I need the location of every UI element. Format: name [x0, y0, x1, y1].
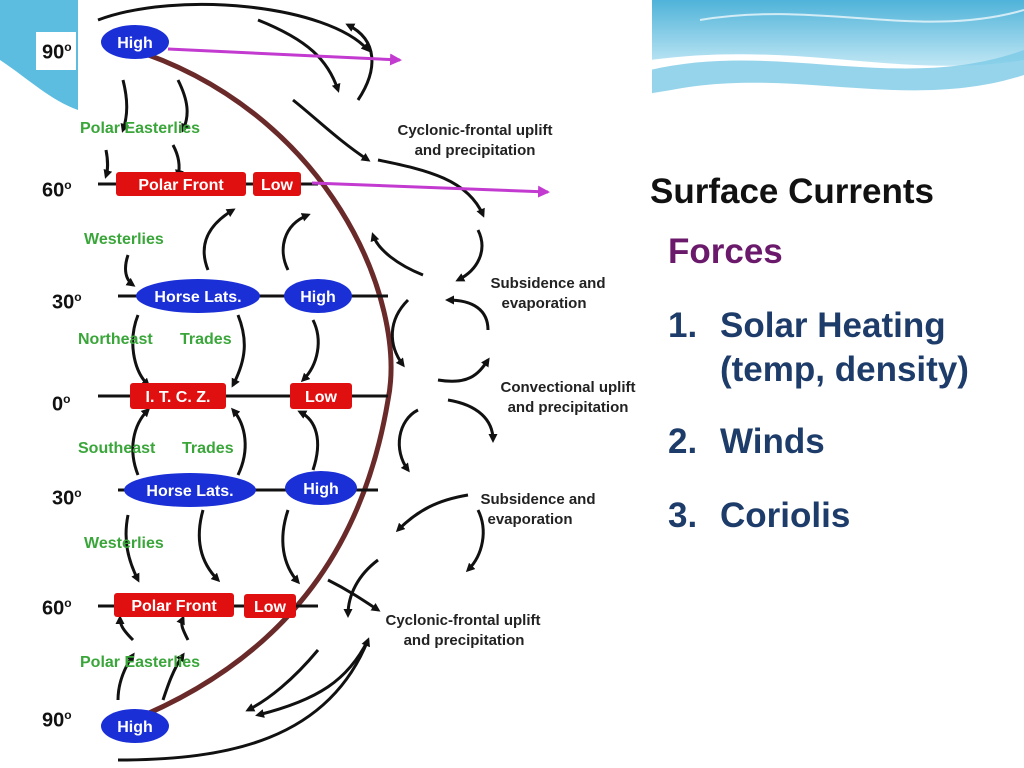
- force-number: 3.: [668, 496, 698, 535]
- cyclonic-uplift-label-2: and precipitation: [404, 632, 525, 649]
- westerlies-label: Westerlies: [84, 231, 164, 248]
- latitude-label-60n: 60o: [36, 170, 76, 208]
- polar-front-60n: Polar Front Low: [116, 172, 301, 196]
- force-text: Winds: [720, 422, 825, 461]
- polar-front-label: Polar Front: [131, 598, 217, 615]
- subsidence-label-2: evaporation: [501, 295, 586, 312]
- southeast-label: Southeast: [78, 440, 156, 457]
- convectional-uplift-label: Convectional uplift: [501, 379, 636, 396]
- force-item-coriolis: 3. Coriolis: [668, 494, 850, 538]
- circulation-diagram: High Polar Front Low Horse Lats. High I.…: [78, 0, 652, 768]
- force-number: 1.: [668, 306, 698, 345]
- force-number: 2.: [668, 422, 698, 461]
- horse-lats-label: Horse Lats.: [146, 483, 233, 500]
- latitude-label-60s: 60o: [36, 588, 76, 626]
- force-text: Solar Heating: [720, 306, 946, 345]
- forces-heading: Forces: [668, 232, 783, 271]
- cyclonic-uplift-label-2: and precipitation: [415, 142, 536, 159]
- slide-title: Surface Currents: [650, 172, 934, 211]
- horse-lats-30n: Horse Lats. High: [136, 279, 352, 313]
- low-label: Low: [305, 389, 338, 406]
- low-label: Low: [261, 177, 294, 194]
- westerlies-label: Westerlies: [84, 535, 164, 552]
- polar-easterlies-label: Polar Easterlies: [80, 120, 200, 137]
- horse-lats-label: Horse Lats.: [154, 289, 241, 306]
- itcz-equator: I. T. C. Z. Low: [130, 383, 352, 409]
- subsidence-label-2: evaporation: [487, 511, 572, 528]
- high-label: High: [117, 35, 153, 52]
- high-label: High: [117, 719, 153, 736]
- subsidence-label: Subsidence and: [490, 275, 605, 292]
- itcz-label: I. T. C. Z.: [146, 389, 211, 406]
- latitude-label-0: 0o: [46, 384, 75, 422]
- earth-edge-arc: [127, 45, 394, 725]
- force-item-winds: 2. Winds: [668, 420, 825, 464]
- pressure-high-90s: High: [101, 709, 169, 743]
- subsidence-label: Subsidence and: [480, 491, 595, 508]
- latitude-label-90n: 90o: [36, 32, 76, 70]
- cyclonic-uplift-label: Cyclonic-frontal uplift: [398, 122, 553, 139]
- force-item-solar-heating: 1. Solar Heating (temp, density): [668, 304, 969, 392]
- high-label: High: [300, 289, 336, 306]
- polar-easterlies-label: Polar Easterlies: [80, 654, 200, 671]
- cyclonic-uplift-label: Cyclonic-frontal uplift: [386, 612, 541, 629]
- latitude-label-30n: 30o: [46, 282, 86, 320]
- trades-label: Trades: [180, 331, 232, 348]
- latitude-label-30s: 30o: [46, 478, 86, 516]
- latitude-label-90s: 90o: [36, 700, 76, 738]
- convectional-uplift-label-2: and precipitation: [508, 399, 629, 416]
- high-label: High: [303, 481, 339, 498]
- trades-label: Trades: [182, 440, 234, 457]
- northeast-label: Northeast: [78, 331, 153, 348]
- force-text: Coriolis: [720, 496, 851, 535]
- force-subtext: (temp, density): [720, 350, 969, 389]
- horse-lats-30s: Horse Lats. High: [124, 471, 357, 507]
- wind-arrows: [103, 79, 320, 701]
- polar-front-label: Polar Front: [138, 177, 224, 194]
- pressure-high-90n: High: [101, 25, 169, 59]
- low-label: Low: [254, 599, 287, 616]
- polar-front-60s: Polar Front Low: [114, 593, 296, 618]
